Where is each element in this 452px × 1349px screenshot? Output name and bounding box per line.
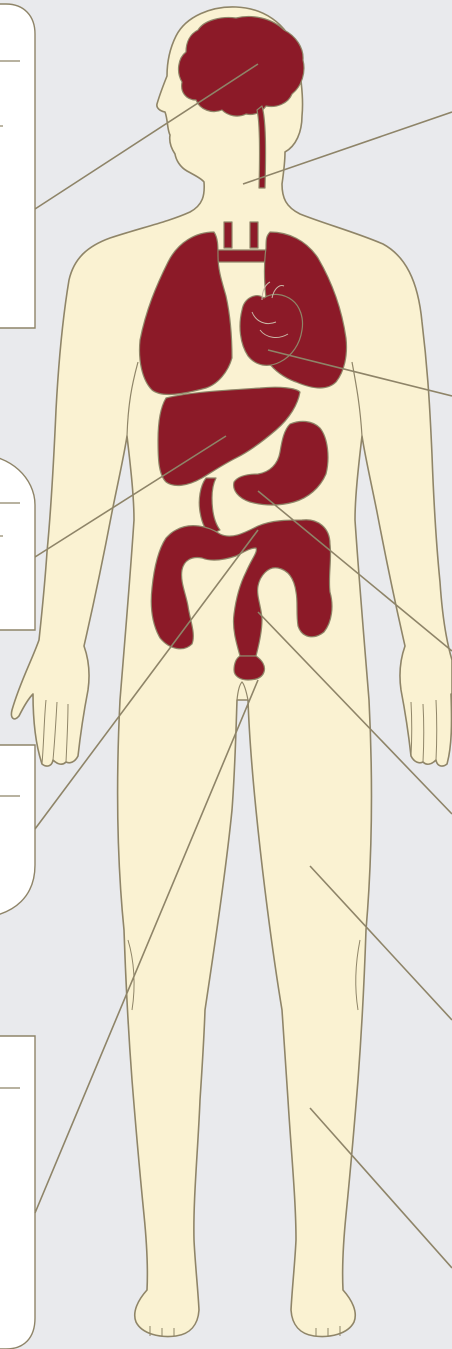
brain [179,17,304,117]
panel-4 [0,1036,35,1349]
panel-1 [0,4,35,328]
trachea-bronchi [216,250,268,262]
trachea-right [250,222,258,248]
trachea-left [224,222,232,248]
rectum [234,656,265,680]
